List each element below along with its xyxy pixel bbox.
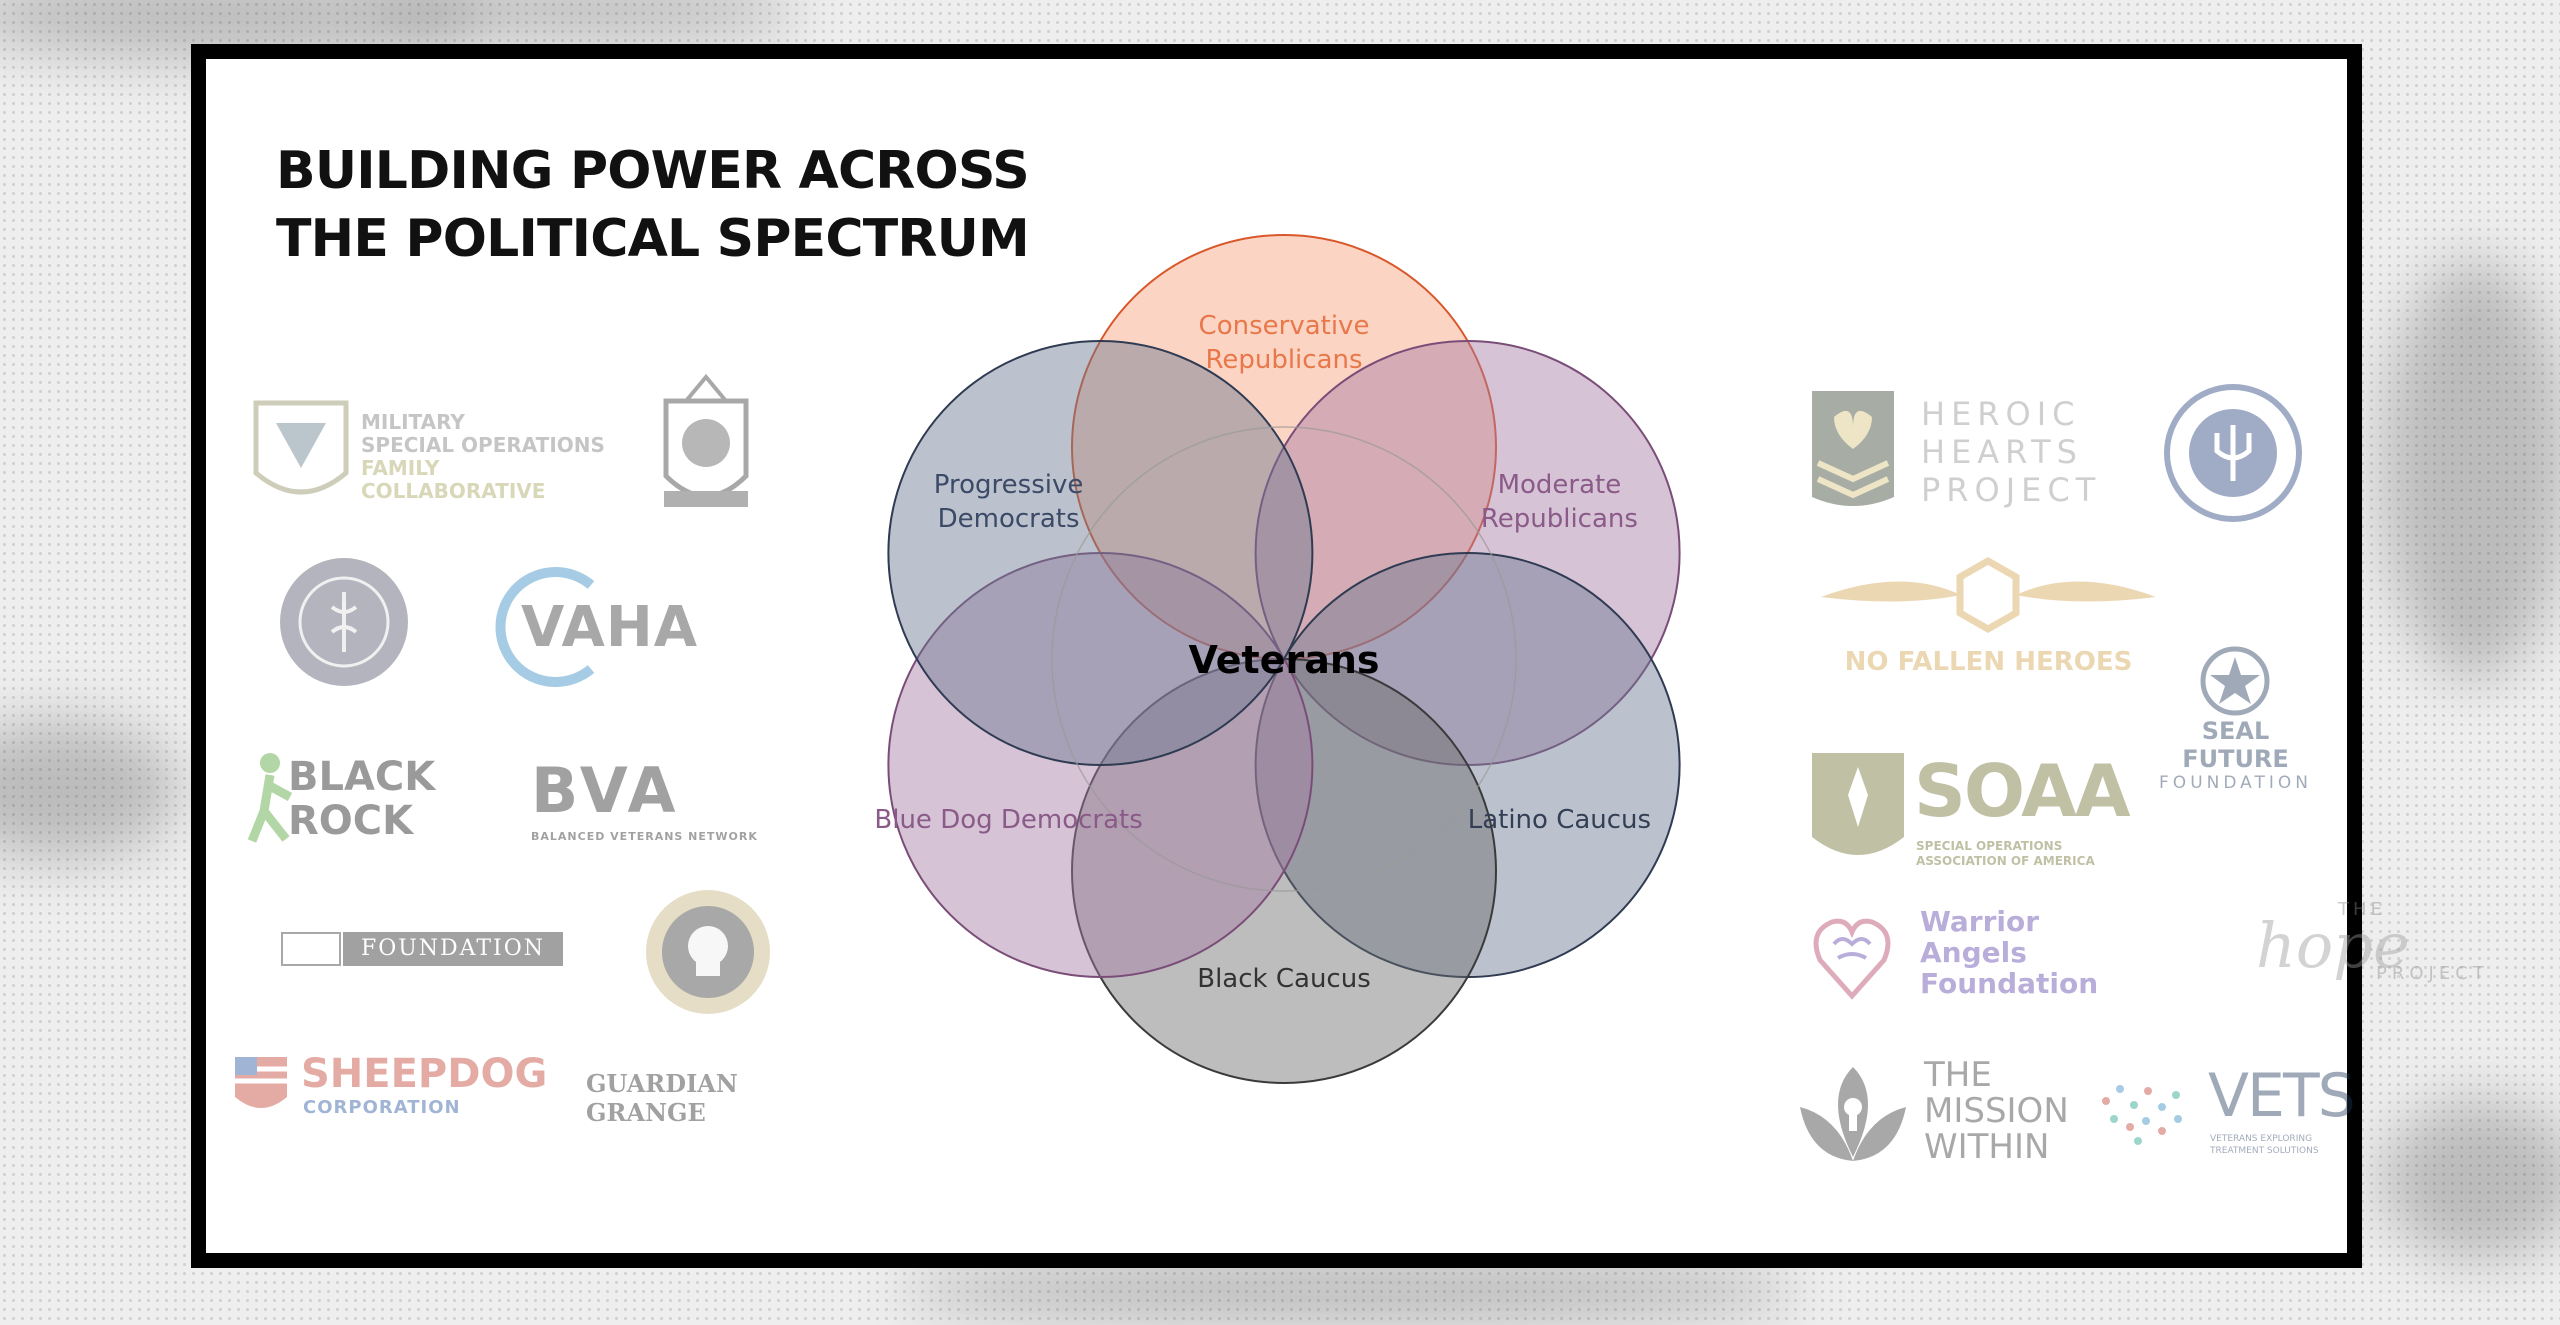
center-ring [1051, 426, 1517, 892]
logo-text-line: FOUNDATION [2159, 773, 2312, 793]
logo-text-line: SPECIAL OPERATIONS [1916, 839, 2063, 853]
slide-frame: BUILDING POWER ACROSS THE POLITICAL SPEC… [191, 44, 2484, 1268]
logo-text-line: SHEEPDOG [301, 1051, 548, 1097]
logo-text-line: PROJECT [2376, 963, 2489, 984]
logo-soaa: SOAA SPECIAL OPERATIONS ASSOCIATION OF A… [1806, 747, 2131, 877]
logo-text-line: CORPORATION [303, 1097, 461, 1118]
vaha-ring-icon [495, 567, 595, 687]
logo-text-line: ASSOCIATION OF AMERICA [1916, 854, 2095, 868]
logo-text-line: MISSION [1924, 1091, 2069, 1131]
venn-label-black-caucus: Black Caucus [1197, 964, 1371, 994]
brain-heart-icon [1813, 918, 1891, 1000]
logo-round-seal [274, 552, 414, 692]
crest-icon [663, 373, 749, 507]
logo-text-line: SPECIAL OPERATIONS [361, 433, 605, 457]
venn-label-latino-caucus: Latino Caucus [1468, 805, 1651, 835]
logo-text-line: SEAL FUTURE [2182, 717, 2289, 773]
logo-text-line: BVA [531, 754, 680, 827]
winged-emblem-icon [1821, 556, 2156, 634]
logo-text-line: hope [2256, 909, 2410, 982]
logo-vaha: VAHA [491, 567, 801, 687]
page-title: BUILDING POWER ACROSS THE POLITICAL SPEC… [276, 137, 1030, 273]
venn-circle-progressive-democrats [887, 340, 1314, 766]
shield-icon [253, 400, 349, 495]
logo-text-line: THE [2338, 899, 2386, 920]
logo-text-line: VAHA [521, 595, 699, 660]
venn-label-progressive-democrats: Progressive [934, 470, 1084, 500]
background-smudge [0, 720, 180, 860]
star-compass-icon [2200, 646, 2270, 716]
logo-brotherhood-beyond-battlefield [2161, 381, 2306, 526]
venn-diagram: ConservativeRepublicansModerateRepublica… [874, 234, 1681, 1084]
logo-seal-future-foundation: SEAL FUTURE FOUNDATION [2148, 639, 2323, 793]
logo-text-line: NO FALLEN HEROES [1844, 647, 2133, 677]
logo-military-special-operations-family-collaborative: MILITARY SPECIAL OPERATIONS FAMILY COLLA… [246, 393, 626, 513]
logo-no-fallen-heroes: NO FALLEN HEROES [1811, 547, 2166, 687]
skull-badge-icon [646, 890, 770, 1014]
logo-guardian-grange: GUARDIAN GRANGE [586, 1069, 846, 1127]
flag-shield-icon [235, 1057, 287, 1108]
logo-text-line: MILITARY [361, 410, 465, 434]
logo-text-line: SOAA [1914, 749, 2131, 833]
logo-text-line: HEROIC [1921, 395, 2081, 433]
logo-text-line: VETS [2208, 1061, 2356, 1131]
venn-label-conservative-republicans: Conservative [1199, 311, 1370, 341]
logo-text-line: TREATMENT SOLUTIONS [2210, 1146, 2319, 1156]
logo-text-line: PROJECT [1921, 471, 2102, 509]
logo-foundation: FOUNDATION [281, 932, 571, 972]
seal-icon [280, 558, 408, 686]
logo-crest-emblem [646, 371, 766, 521]
logo-the-hope-project: THE hope PROJECT [2246, 891, 2546, 1003]
logo-text-line: VETERANS EXPLORING [2210, 1134, 2313, 1144]
venn-label-progressive-democrats: Democrats [938, 504, 1080, 534]
logo-text-line: HEARTS [1921, 433, 2083, 471]
logo-text-line: BALANCED VETERANS NETWORK [531, 830, 758, 843]
background-smudge [2380, 1100, 2560, 1260]
venn-label-conservative-republicans: Republicans [1205, 345, 1362, 375]
logo-text-line: GUARDIAN GRANGE [586, 1069, 738, 1127]
runner-icon [247, 753, 293, 843]
lotus-keyhole-icon [1800, 1067, 1906, 1161]
soaa-shield-icon [1812, 753, 1904, 855]
venn-center-label: Veterans [1188, 638, 1379, 682]
logo-text-line: Angels [1920, 936, 2027, 969]
logo-black-rock: BLACK ROCK [246, 749, 466, 854]
logo-bva: BVA BALANCED VETERANS NETWORK [531, 754, 771, 854]
logo-the-mission-within: THE MISSION WITHIN [1788, 1057, 2069, 1177]
trident-emblem-icon [2164, 384, 2302, 522]
venn-label-moderate-republicans: Moderate [1498, 470, 1622, 500]
foundation-badge-icon [281, 932, 341, 966]
logo-text-line: Warrior [1920, 905, 2040, 938]
logo-text-line: WITHIN [1924, 1127, 2050, 1167]
dot-cluster-icon [2102, 1085, 2182, 1145]
logo-skull-badge [641, 882, 776, 1022]
logo-text-line: FAMILY COLLABORATIVE [361, 456, 546, 503]
logo-text-line: BLACK [288, 754, 436, 800]
logo-text-line: Foundation [1920, 967, 2099, 1000]
logo-heroic-hearts-project: HEROIC HEARTS PROJECT [1806, 387, 2106, 517]
logo-vets: VETS VETERANS EXPLORING TREATMENT SOLUTI… [2086, 1061, 2356, 1176]
logo-sheepdog: SHEEPDOG CORPORATION [231, 1049, 547, 1124]
venn-label-blue-dog-democrats: Blue Dog Democrats [874, 805, 1142, 835]
venn-label-moderate-republicans: Republicans [1481, 504, 1638, 534]
logo-text-line: FOUNDATION [343, 932, 563, 966]
title-line-1: BUILDING POWER ACROSS [276, 141, 1030, 201]
chevron-badge-icon [1812, 391, 1894, 506]
background-smudge [2380, 260, 2560, 680]
logo-text-line: ROCK [288, 798, 414, 844]
logo-text-line: THE [1924, 1055, 1992, 1095]
logo-warrior-angels-foundation: Warrior Angels Foundation [1812, 904, 2098, 1009]
title-line-2: THE POLITICAL SPECTRUM [276, 209, 1030, 269]
